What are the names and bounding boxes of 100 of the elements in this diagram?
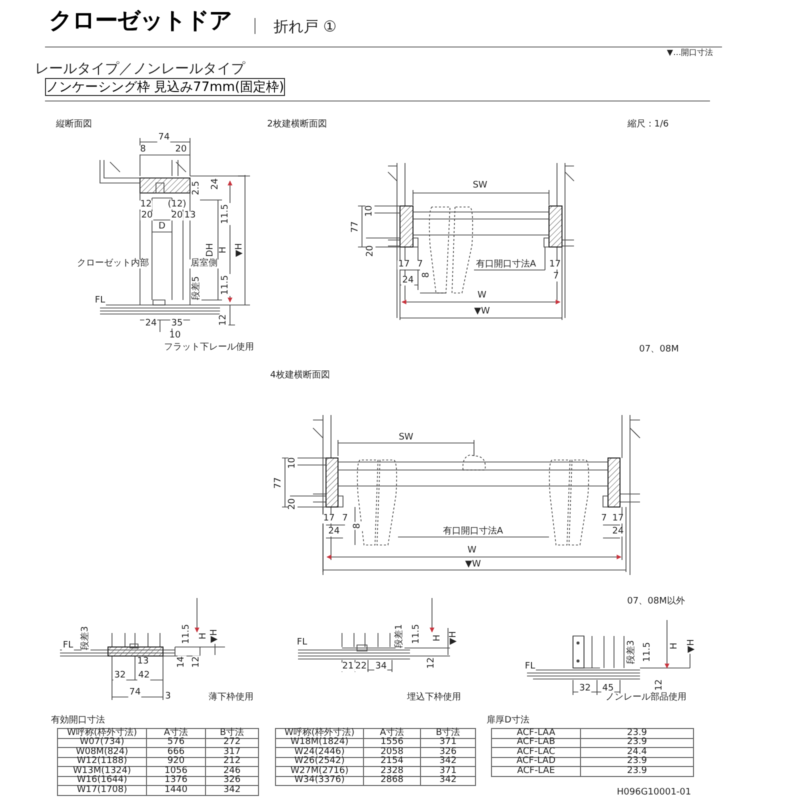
- table-cell: A寸法: [146, 728, 206, 738]
- table-cell: W呼称(枠外寸法): [275, 728, 364, 738]
- dimension-label: 24: [611, 528, 625, 536]
- dimension-label: (12): [166, 200, 188, 210]
- dimension-label: 段差5: [192, 275, 202, 301]
- dimension-label: H: [434, 634, 442, 642]
- scale-note: 縮尺：1/6: [626, 120, 670, 130]
- dimension-label: 7: [600, 514, 608, 524]
- dimension-label: 32: [578, 684, 592, 694]
- dimension-label: 11.5: [644, 640, 652, 664]
- dimension-label: 20: [288, 497, 298, 511]
- table-cell: B寸法: [420, 728, 476, 738]
- dimension-label: 10: [366, 204, 374, 218]
- table-cell: A寸法: [363, 728, 421, 738]
- dimension-label: 21: [341, 662, 355, 672]
- table-cell: 23.9: [580, 766, 694, 776]
- dimension-label: ▼H: [450, 630, 458, 646]
- dimension-label: 17: [548, 260, 562, 270]
- dimension-label: ▼H: [236, 242, 244, 258]
- dimension-label: 17: [611, 514, 625, 524]
- dimension-label: 24: [401, 276, 415, 286]
- dimension-label: 13: [136, 658, 150, 666]
- note-text: クローゼット内部: [76, 260, 150, 268]
- dimension-label: 12: [656, 678, 664, 692]
- note-text: ▼…開口寸法: [666, 49, 714, 57]
- section-caption: ノンレール部品使用: [604, 694, 688, 702]
- dimension-label: 17: [397, 260, 411, 270]
- dimension-label: D: [158, 222, 166, 232]
- dimension-label: 12: [220, 313, 228, 327]
- dimension-label: 段差3: [82, 625, 90, 651]
- table-cell: 2868: [363, 776, 421, 786]
- dimension-label: 24: [212, 177, 220, 191]
- dimension-label: 14: [178, 655, 186, 669]
- dimension-label: 8: [354, 522, 362, 530]
- dimension-label: FL: [524, 662, 536, 672]
- heading: レールタイプ／ノンレールタイプ: [34, 62, 246, 76]
- note-text: 07、08M以外: [626, 598, 686, 606]
- dimension-label: 11.5: [182, 622, 192, 646]
- dimension-label: W: [466, 546, 478, 556]
- dimension-label: 11.5: [222, 202, 230, 226]
- dimension-label: H: [220, 246, 228, 254]
- section-caption: 2枚建横断面図: [266, 120, 328, 130]
- dimension-label: 24: [144, 320, 158, 328]
- table-title: 有効開口寸法: [50, 716, 106, 726]
- title: クローゼットドア: [48, 10, 233, 33]
- section-caption: 4枚建横断面図: [269, 372, 331, 380]
- dimension-label: 有口開口寸法A: [474, 260, 538, 270]
- dimension-label: 32: [113, 672, 127, 680]
- dimension-label: FL: [296, 638, 308, 648]
- section-caption: 薄下枠使用: [208, 694, 254, 702]
- dimension-label: 74: [157, 134, 171, 142]
- dimension-label: 20: [174, 146, 188, 154]
- dimension-label: 11.5: [222, 274, 230, 296]
- dimension-label: FL: [62, 642, 74, 650]
- dimension-label: 74: [128, 688, 142, 698]
- dimension-label: 7: [416, 260, 424, 270]
- dimension-label: ▼W: [464, 560, 482, 570]
- dimension-label: 有口開口寸法A: [442, 528, 504, 536]
- dimension-label: 10: [288, 456, 298, 470]
- dimension-label: 7: [341, 514, 349, 524]
- dimension-label: 段差1: [396, 623, 404, 649]
- table-cell: W17(1708): [57, 785, 147, 796]
- framed-heading: ノンケーシング枠 見込み77mm(固定枠): [45, 78, 285, 96]
- note-text: H096G10001-01: [616, 788, 692, 798]
- table-cell: W呼称(枠外寸法): [57, 728, 147, 738]
- table-cell: W34(3376): [275, 776, 364, 786]
- dimension-label: 45: [601, 684, 615, 694]
- dimension-label: 12: [428, 656, 436, 670]
- dimension-label: FL: [94, 296, 106, 306]
- dimension-label: DH: [206, 242, 216, 258]
- dimension-label: 7: [552, 272, 560, 282]
- table-cell: 342: [205, 785, 259, 796]
- table-cell: 342: [420, 776, 476, 786]
- dimension-label: 20: [366, 244, 376, 258]
- table-cell: ACF-LAA: [491, 728, 581, 738]
- dimension-label: 77: [352, 220, 360, 234]
- dimension-label: ▼H: [688, 638, 696, 654]
- dimension-label: 13: [183, 212, 197, 220]
- dimension-label: H: [200, 632, 208, 640]
- section-caption: 縦断面図: [55, 120, 93, 130]
- dimension-label: 2.5: [192, 180, 202, 196]
- table-cell: ACF-LAE: [491, 766, 581, 776]
- dimension-label: 35: [170, 320, 184, 328]
- dimension-label: 24: [327, 528, 341, 536]
- dimension-label: 22: [354, 662, 368, 672]
- dimension-label: 3: [164, 692, 172, 702]
- dimension-label: 12: [139, 200, 153, 210]
- table-cell: 1440: [146, 785, 206, 796]
- dimension-label: 20: [140, 212, 154, 220]
- dimension-label: W: [476, 292, 488, 300]
- dimension-label: 17: [322, 514, 336, 524]
- dimension-label: 10: [168, 332, 182, 340]
- subtitle: 折れ戸 ①: [272, 20, 338, 34]
- table-cell: B寸法: [205, 728, 259, 738]
- dimension-label: ▼W: [473, 308, 491, 316]
- table-cell: 23.9: [580, 728, 694, 738]
- dimension-label: SW: [398, 434, 414, 442]
- dimension-label: ▼H: [210, 628, 220, 644]
- dimension-label: 12: [192, 655, 202, 669]
- dimension-label: 11.5: [412, 622, 422, 646]
